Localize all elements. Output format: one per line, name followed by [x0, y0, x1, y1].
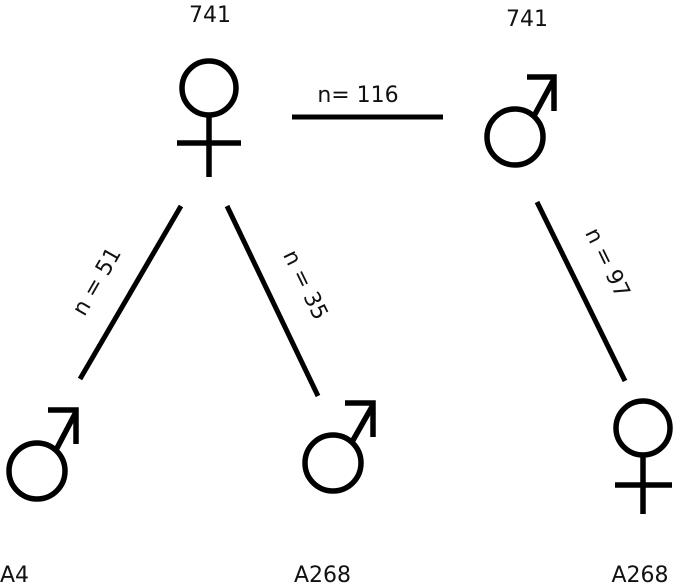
edge-label-female741-maleA4: n = 51 — [68, 243, 127, 320]
node-label-female-741: 741 — [189, 3, 231, 28]
edge-female741-maleA268 — [224, 204, 321, 398]
female-icon — [177, 58, 241, 177]
node-label-male-a268: A268 — [294, 563, 351, 586]
male-icon — [6, 407, 79, 502]
node-label-male-741: 741 — [506, 7, 548, 32]
female-icon — [613, 398, 673, 514]
node-label-male-a4: A4 — [0, 563, 29, 586]
edge-label-female741-maleA268: n = 35 — [277, 246, 332, 324]
male-icon — [302, 400, 376, 494]
edge-label-female741-male741: n= 116 — [317, 83, 398, 108]
edge-female741-maleA4 — [77, 204, 184, 381]
male-icon — [484, 74, 557, 168]
edge-label-male741-femaleA268: n = 97 — [579, 224, 634, 302]
edge-male741-femaleA268 — [534, 200, 628, 383]
node-label-female-a268: A268 — [611, 563, 668, 586]
